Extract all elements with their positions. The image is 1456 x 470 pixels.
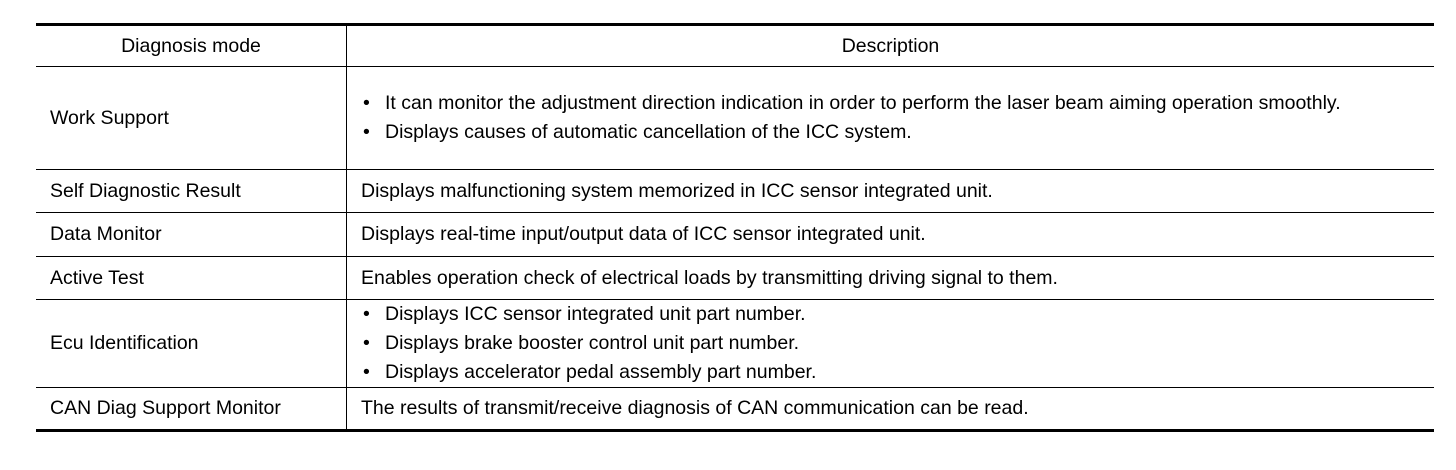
mode-cell: Active Test <box>36 256 347 300</box>
description-bullet-list: Displays ICC sensor integrated unit part… <box>361 300 1426 387</box>
mode-cell: Self Diagnostic Result <box>36 169 347 213</box>
header-row: Diagnosis mode Description <box>36 24 1434 67</box>
description-bullet: Displays causes of automatic cancellatio… <box>361 118 1426 147</box>
description-cell: Displays malfunctioning system memorized… <box>346 169 1434 213</box>
mode-cell: Work Support <box>36 66 347 170</box>
description-cell: Enables operation check of electrical lo… <box>346 256 1434 300</box>
mode-cell: CAN Diag Support Monitor <box>36 387 347 431</box>
table-body: Work Support It can monitor the adjustme… <box>36 66 1434 431</box>
description-bullet: Displays accelerator pedal assembly part… <box>361 358 1426 387</box>
description-bullet-list: It can monitor the adjustment direction … <box>361 89 1426 147</box>
header-description: Description <box>346 24 1434 67</box>
table-row: Self Diagnostic Result Displays malfunct… <box>36 169 1434 213</box>
description-bullet: It can monitor the adjustment direction … <box>361 89 1426 118</box>
table-row: Data Monitor Displays real-time input/ou… <box>36 212 1434 257</box>
mode-cell: Ecu Identification <box>36 299 347 388</box>
description-cell: Displays ICC sensor integrated unit part… <box>346 299 1434 388</box>
header-diagnosis-mode: Diagnosis mode <box>36 24 347 67</box>
table-row: Work Support It can monitor the adjustme… <box>36 66 1434 170</box>
table-row: CAN Diag Support Monitor The results of … <box>36 387 1434 431</box>
description-cell: The results of transmit/receive diagnosi… <box>346 387 1434 431</box>
table-row: Active Test Enables operation check of e… <box>36 256 1434 300</box>
description-cell: It can monitor the adjustment direction … <box>346 66 1434 170</box>
description-cell: Displays real-time input/output data of … <box>346 212 1434 257</box>
diagnosis-mode-table: Diagnosis mode Description Work Support … <box>36 23 1434 432</box>
table-row: Ecu Identification Displays ICC sensor i… <box>36 299 1434 388</box>
description-bullet: Displays brake booster control unit part… <box>361 329 1426 358</box>
table-header: Diagnosis mode Description <box>36 24 1434 67</box>
mode-cell: Data Monitor <box>36 212 347 257</box>
description-bullet: Displays ICC sensor integrated unit part… <box>361 300 1426 329</box>
